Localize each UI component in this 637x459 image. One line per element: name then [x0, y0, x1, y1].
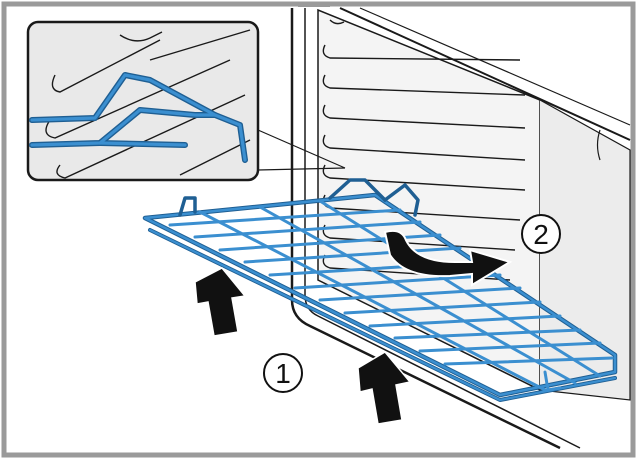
step-2-label: 2 [533, 219, 549, 250]
step-1-marker: 1 [264, 354, 302, 392]
detail-callout [28, 22, 258, 180]
step-2-marker: 2 [522, 215, 560, 253]
step-1-label: 1 [275, 358, 291, 389]
